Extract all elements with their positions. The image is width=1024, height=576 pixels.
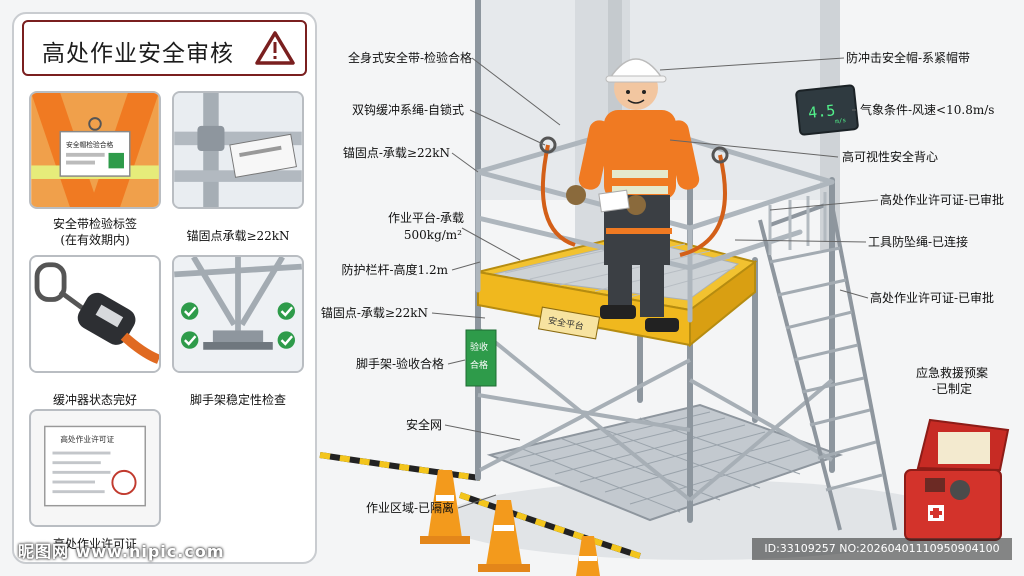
label-rescue-2: -已制定 [932,382,973,396]
card-anchor-point [172,91,304,209]
first-aid-kit [904,418,1010,541]
label-lanyard: 双钩缓冲系绳-自锁式 [351,103,464,117]
caption-shock-absorber: 缓冲器状态完好 [25,392,165,408]
wind-display: 4.5 m/s [795,84,859,136]
id-bar: ID:33109257 NO:20260401110950904100 [752,538,1012,560]
warning-triangle-icon [255,31,295,65]
traffic-cone-3 [576,536,600,576]
label-permit-mid: 高处作业许可证-已审批 [870,291,995,305]
traffic-cone-1 [420,470,470,544]
card-work-permit: 高处作业许可证 [29,409,161,527]
caption-harness-tag-line1: 安全带检验标签 [52,217,137,231]
caption-shock-absorber-line1: 缓冲器状态完好 [52,393,137,407]
harness-tag-illustration: 安全帽检验合格 [31,93,159,207]
caption-harness-tag: 安全带检验标签 (在有效期内) [25,216,165,248]
caption-harness-tag-line2: (在有效期内) [60,233,130,247]
page-title: 高处作业安全审核 [42,41,234,67]
label-anchor-top: 锚固点-承载≥22kN [342,146,450,160]
caption-work-permit: 高处作业许可证 [25,536,165,552]
shock-absorber-illustration [31,257,159,371]
caption-scaffold-stability: 脚手架稳定性检查 [168,392,308,408]
label-area: 作业区域-已隔离 [365,501,454,515]
card-harness-tag: 安全帽检验合格 [29,91,161,209]
card-scaffold-stability [172,255,304,373]
label-weather: 气象条件-风速<10.8m/s [860,103,995,117]
green-sign-text-1: 验收 [470,341,488,353]
label-platform-2: 500kg/m² [403,228,462,242]
label-safety-net: 安全网 [405,418,442,432]
label-rescue-1: 应急救援预案 [916,366,989,380]
wind-unit: m/s [835,117,847,125]
card-shock-absorber [29,255,161,373]
worker-figure [566,58,700,332]
audit-panel: 高处作业安全审核 安全帽检验合格 安全带检验标签 [12,12,317,564]
caption-anchor-point-line1: 锚固点承载≥22kN [186,229,290,243]
wind-value: 4.5 [807,101,836,122]
label-platform-1: 作业平台-承载 [387,211,464,225]
green-sign-text-2: 合格 [470,359,488,371]
traffic-cone-2 [478,500,530,572]
label-helmet: 防冲击安全帽-系紧帽带 [846,51,971,65]
anchor-point-illustration [174,93,302,207]
label-guardrail: 防护栏杆-高度1.2m [341,263,448,277]
label-tool-rope: 工具防坠绳-已连接 [868,235,969,249]
permit-doc-title: 高处作业许可证 [60,434,114,444]
label-harness: 全身式安全带-检验合格 [347,51,472,65]
watermark: 昵图网 www.nipic.com [18,542,225,561]
title-box: 高处作业安全审核 [22,20,307,76]
label-scaffold: 脚手架-验收合格 [355,357,444,371]
work-permit-illustration: 高处作业许可证 [31,411,159,525]
caption-work-permit-line1: 高处作业许可证 [52,537,137,551]
caption-anchor-point: 锚固点承载≥22kN [168,228,308,244]
harness-tag-text: 安全帽检验合格 [66,140,114,149]
caption-scaffold-stability-line1: 脚手架稳定性检查 [189,393,286,407]
scaffold-stability-illustration [174,257,302,371]
label-permit-top: 高处作业许可证-已审批 [880,193,1005,207]
label-anchor-mid: 锚固点-承载≥22kN [320,306,428,320]
label-vest: 高可视性安全背心 [842,150,939,164]
